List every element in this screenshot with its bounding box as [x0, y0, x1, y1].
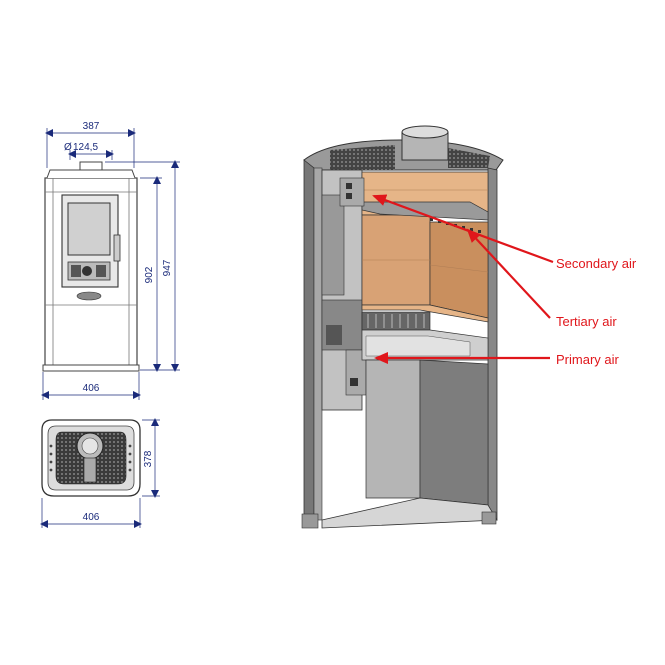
stove-base — [42, 364, 140, 372]
label-secondary-air: Secondary air — [556, 256, 637, 271]
label-tertiary-air: Tertiary air — [556, 314, 617, 329]
hearth-floor — [361, 304, 489, 323]
dimension-depth-plan: 378 — [143, 450, 154, 467]
label-primary-air: Primary air — [556, 352, 620, 367]
right-outer-wall — [487, 167, 498, 521]
lower-cabinet-right — [419, 359, 489, 506]
airflow-arrows: Secondary air Tertiary air Primary air — [372, 194, 637, 367]
firebrick-right-panel — [429, 221, 489, 319]
tertiary-air-arrow — [466, 228, 551, 319]
secondary-air-arrow — [372, 194, 554, 264]
plan-view: 378 406 — [40, 418, 160, 528]
diameter-symbol: Ø — [64, 142, 72, 153]
cutaway-view — [301, 125, 504, 529]
dimension-width-base: 406 — [83, 383, 100, 394]
left-outer-wall — [303, 159, 315, 527]
flue-collar — [79, 161, 103, 171]
grate — [361, 311, 431, 331]
dimension-height-inner: 902 — [144, 266, 155, 283]
lower-cabinet-back — [365, 359, 421, 499]
dimension-width-top: 387 — [83, 121, 100, 132]
dimension-height-total: 947 — [162, 259, 173, 276]
door-handle-icon — [113, 234, 121, 262]
stove-top-cap — [46, 169, 136, 179]
logo-plate — [76, 291, 102, 301]
front-elevation: 387 Ø 124,5 902 947 406 — [41, 121, 180, 400]
baffle-plate — [361, 201, 489, 221]
secondary-air-vent — [339, 177, 365, 207]
dimension-width-plan: 406 — [83, 512, 100, 523]
door-glass — [67, 202, 111, 256]
dimension-flue-diameter: 124,5 — [73, 142, 98, 153]
